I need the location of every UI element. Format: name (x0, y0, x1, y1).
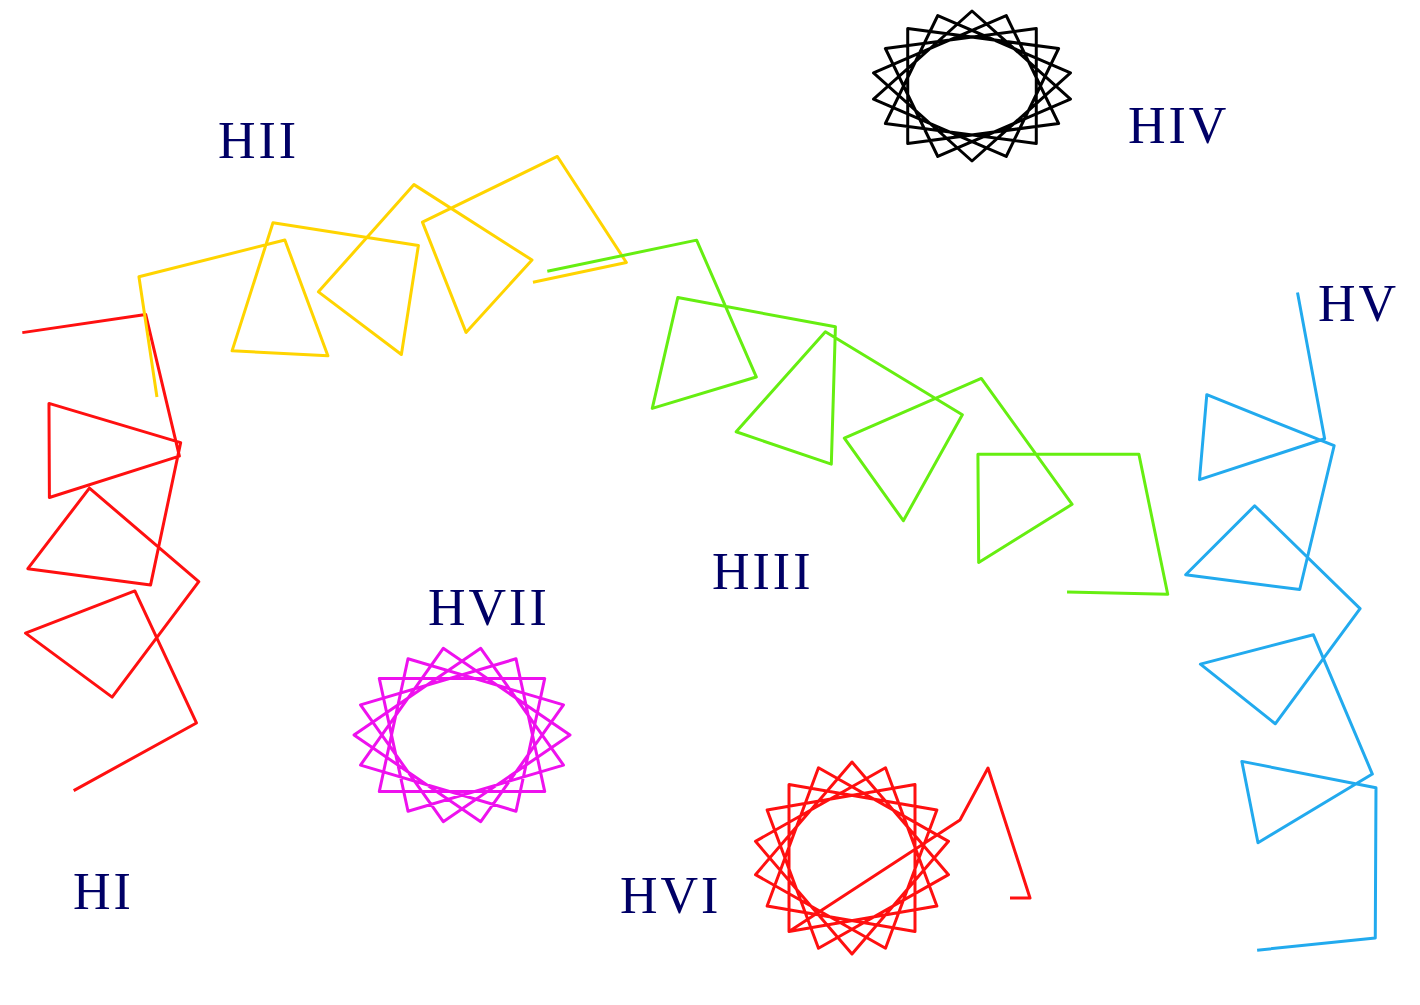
helix-label: HVII (428, 582, 550, 634)
helix-hiv (874, 11, 1071, 161)
helix-hi (22, 314, 198, 790)
helix-hiii (547, 240, 1167, 594)
helix-label: HVI (620, 870, 721, 922)
helix-label: HII (218, 115, 299, 167)
helix-hvii (354, 648, 570, 821)
helix-label: HV (1318, 278, 1399, 330)
helix-hii (139, 156, 626, 397)
helix-hv (1186, 292, 1376, 950)
helix-label: HIV (1128, 100, 1229, 152)
helix-label: HI (73, 866, 134, 918)
helix-label: HIII (712, 546, 814, 598)
helix-hvi (755, 762, 1030, 954)
